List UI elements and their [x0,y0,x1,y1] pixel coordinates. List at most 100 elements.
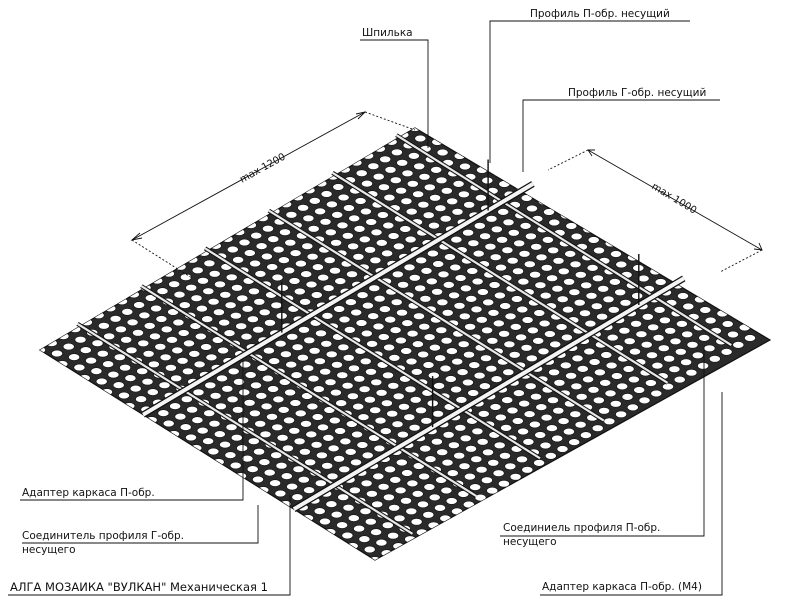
mosaic-cell [501,396,514,404]
mosaic-cell [414,134,427,143]
mosaic-cell [168,280,181,288]
mosaic-cell [243,399,256,407]
mosaic-cell [410,518,423,526]
mosaic-cell [252,475,264,484]
mosaic-cell [224,301,237,309]
mosaic-cell [502,218,515,227]
mosaic-cell [375,389,388,397]
mosaic-cell [435,326,448,334]
mosaic-cell [498,330,510,338]
mosaic-cell [219,291,232,299]
mosaic-cell [359,357,372,365]
mosaic-cell [208,270,221,278]
mosaic-cell [533,459,545,467]
mosaic-cell [446,469,459,477]
mosaic-cell [570,232,583,241]
mosaic-cell [453,152,466,160]
mosaic-cell [327,444,340,453]
mosaic-cell [496,236,508,244]
mosaic-cell [370,378,383,386]
mosaic-cell [225,273,238,281]
mosaic-cell [470,455,483,463]
mosaic-cell [511,295,523,303]
mosaic-cell [400,197,413,205]
mosaic-cell [91,339,104,347]
mosaic-cell [373,295,386,303]
mosaic-cell [124,374,137,382]
mosaic-cell [277,406,290,414]
mosaic-cell [383,343,395,352]
mosaic-cell [166,336,178,344]
mosaic-cell [160,325,173,334]
mosaic-cell [547,246,560,255]
mosaic-cell [456,368,469,376]
mosaic-cell [458,462,471,470]
mosaic-cell [685,369,698,377]
mosaic-cell [271,273,284,282]
mosaic-cell [329,267,341,275]
mosaic-cell [221,385,234,393]
mosaic-cell [516,305,529,314]
mosaic-cell [315,451,328,459]
mosaic-cell [699,306,712,314]
mosaic-cell [615,410,627,418]
mosaic-cell [214,280,226,288]
mosaic-cell [605,361,618,370]
mosaic-cell [568,288,581,296]
mosaic-cell [404,385,417,393]
mosaic-cell [238,238,251,247]
mosaic-cell [529,271,541,279]
mosaic-cell [162,419,175,428]
mosaic-cell [178,301,191,309]
mosaic-cell [246,465,259,473]
mosaic-cell [353,375,366,383]
mosaic-cell [109,315,122,323]
mosaic-cell [485,215,498,223]
mosaic-cell [506,406,519,415]
mosaic-cell [623,337,636,345]
mosaic-cell [235,322,248,330]
mosaic-cell [361,301,374,310]
mosaic-cell [614,288,627,296]
mosaic-cell [337,493,350,501]
mosaic-cell [653,306,666,314]
mosaic-cell [395,458,408,467]
mosaic-cell [150,304,162,313]
mosaic-cell [179,423,192,431]
mosaic-cell [258,308,271,316]
mosaic-cell [430,438,443,446]
mosaic-cell [453,302,466,310]
mosaic-cell [442,431,455,439]
mosaic-cell [314,479,327,487]
mosaic-cell [359,207,372,216]
mosaic-cell [179,273,192,281]
mosaic-cell [406,329,419,338]
mosaic-cell [703,344,716,352]
mosaic-cell [422,211,435,219]
mosaic-cell [525,232,537,241]
mosaic-cell [305,280,318,289]
mosaic-cell [509,323,522,331]
leader-stud [360,39,429,148]
mosaic-cell [95,377,108,386]
mosaic-cell [303,486,315,494]
mosaic-cell [504,462,517,470]
mosaic-cell [564,250,577,258]
mosaic-cell [621,393,634,401]
mosaic-cell [486,486,499,495]
mosaic-cell [341,531,354,540]
mosaic-cell [464,323,476,331]
mosaic-cell [458,312,471,320]
mosaic-cell [451,507,463,516]
mosaic-cell [185,284,198,292]
mosaic-cell [342,204,355,212]
mosaic-cell [380,399,393,407]
mosaic-cell [248,409,261,417]
mosaic-cell [473,371,486,380]
mosaic-cell [223,329,236,337]
mosaic-cell [412,190,424,198]
mosaic-cell [288,427,301,435]
mosaic-cell [434,354,447,362]
mosaic-cell [557,267,570,275]
mosaic-cell [449,263,462,272]
